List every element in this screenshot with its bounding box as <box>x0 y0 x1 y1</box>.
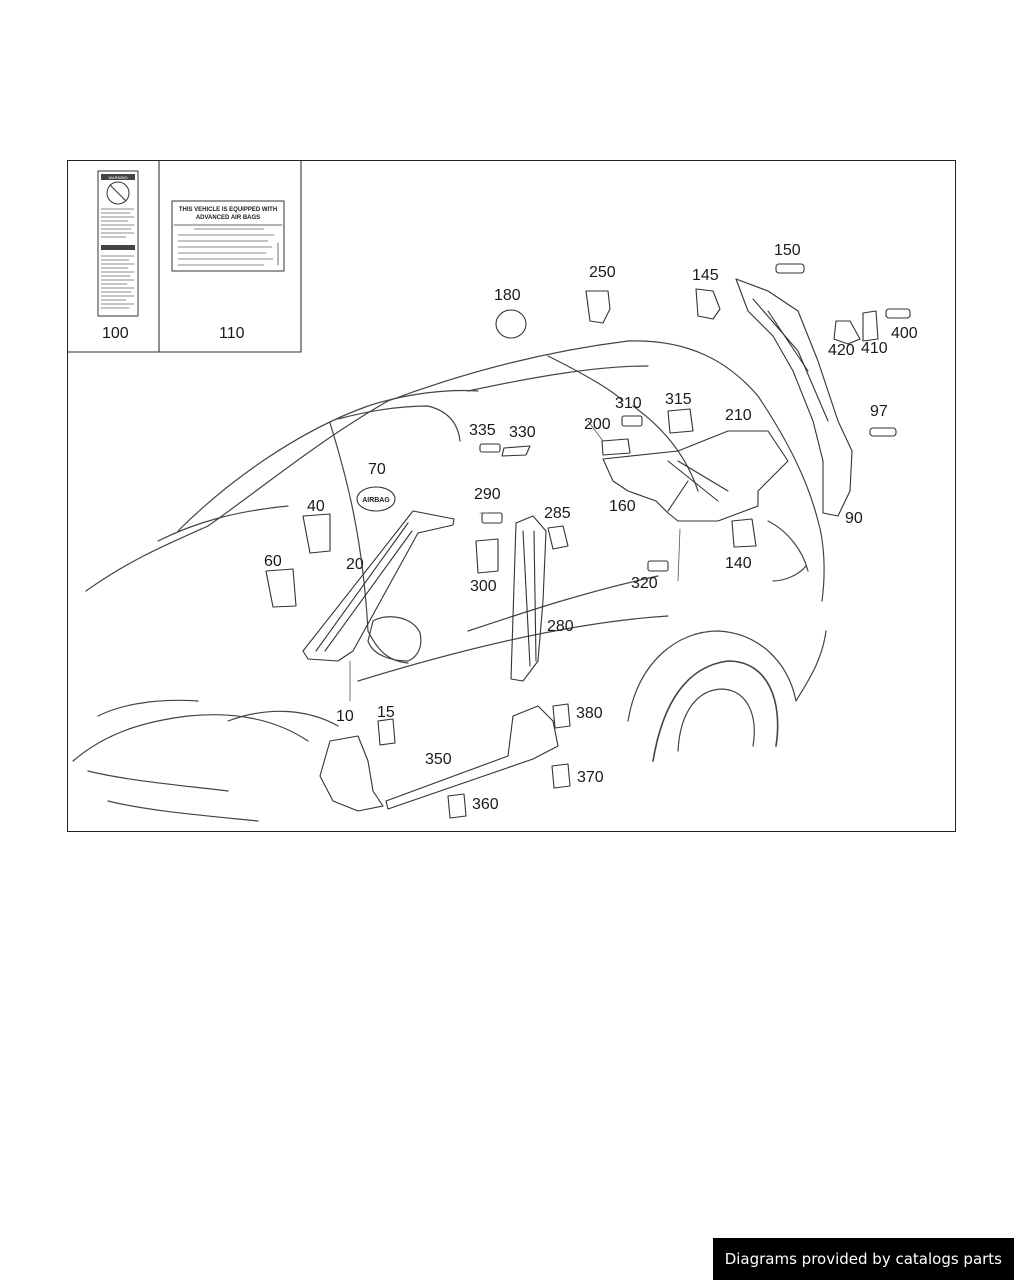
callout-20: 20 <box>346 556 364 573</box>
callout-250: 250 <box>589 264 616 281</box>
callout-15: 15 <box>377 704 395 721</box>
b-pillar-trim <box>510 515 547 682</box>
attribution-banner: Diagrams provided by catalogs parts <box>712 1238 1014 1280</box>
door-sill-trim <box>385 705 559 810</box>
diagram-frame: WARNING THIS VEHICLE IS EQUIPPED WITH AD… <box>67 160 956 832</box>
callout-150: 150 <box>774 242 801 259</box>
warning-label-sticker <box>97 170 139 317</box>
vehicle-outline <box>72 340 827 822</box>
callout-420: 420 <box>828 342 855 359</box>
d-pillar-trim <box>735 278 853 517</box>
callout-60: 60 <box>264 553 282 570</box>
airbag-notice-title-line1: THIS VEHICLE IS EQUIPPED WITH <box>179 207 277 213</box>
callout-350: 350 <box>425 751 452 768</box>
callout-200: 200 <box>584 416 611 433</box>
callout-290: 290 <box>474 486 501 503</box>
callout-110: 110 <box>219 325 245 342</box>
callout-160: 160 <box>609 498 636 515</box>
callout-400: 400 <box>891 325 918 342</box>
leader-lines <box>349 420 681 702</box>
clips-and-fasteners <box>265 263 911 819</box>
callout-410: 410 <box>861 340 888 357</box>
airbag-emblem-text: AIRBAG <box>362 497 390 504</box>
callout-10: 10 <box>336 708 354 725</box>
callout-210: 210 <box>725 407 752 424</box>
callout-300: 300 <box>470 578 497 595</box>
callout-370: 370 <box>577 769 604 786</box>
rear-quarter-trim <box>602 430 789 522</box>
callout-315: 315 <box>665 391 692 408</box>
callout-97: 97 <box>870 403 888 420</box>
parts-diagram-drawing: WARNING THIS VEHICLE IS EQUIPPED WITH AD… <box>68 161 911 822</box>
callout-90: 90 <box>845 510 863 527</box>
callout-330: 330 <box>509 424 536 441</box>
callout-100: 100 <box>102 325 129 342</box>
warning-label-heading: WARNING <box>108 175 127 180</box>
a-pillar-trim <box>302 510 455 662</box>
callout-70: 70 <box>368 461 386 478</box>
callout-40: 40 <box>307 498 325 515</box>
callout-140: 140 <box>725 555 752 572</box>
callout-360: 360 <box>472 796 499 813</box>
callout-310: 310 <box>615 395 642 412</box>
callout-320: 320 <box>631 575 658 592</box>
callout-145: 145 <box>692 267 719 284</box>
airbag-notice-sticker <box>171 200 285 272</box>
airbag-notice-title-line2: ADVANCED AIR BAGS <box>196 215 260 221</box>
kick-panel-trim <box>319 735 384 812</box>
callout-380: 380 <box>576 705 603 722</box>
callout-335: 335 <box>469 422 496 439</box>
callout-285: 285 <box>544 505 571 522</box>
callout-280: 280 <box>547 618 574 635</box>
callout-180: 180 <box>494 287 521 304</box>
